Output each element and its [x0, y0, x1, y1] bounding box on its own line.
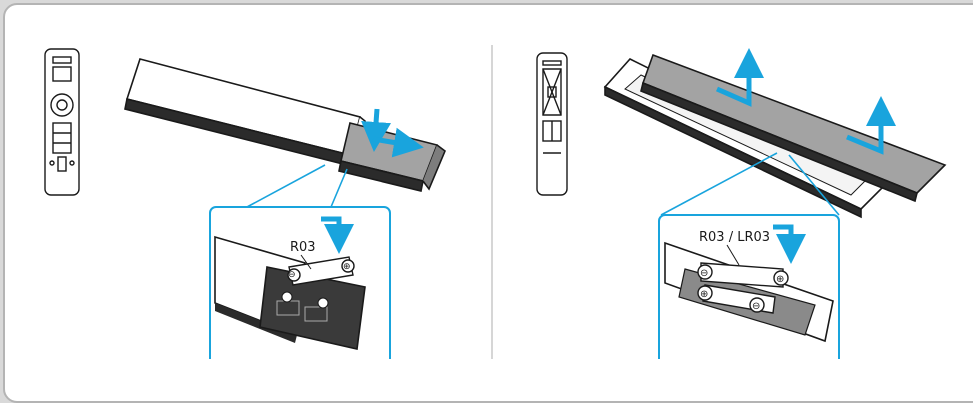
callout-lines-left [247, 165, 347, 207]
battery-label-right: R03 / LR03 [699, 230, 770, 245]
svg-text:⊕: ⊕ [343, 262, 351, 272]
remote-body-left [125, 59, 365, 165]
battery-label-left: R03 [290, 240, 316, 255]
zoom-callout-right: ⊖ ⊕ ⊕ ⊖ R03 / LR03 [659, 215, 839, 359]
svg-text:⊖: ⊖ [288, 270, 296, 280]
zoom-callout-left: ⊖ ⊕ R03 [210, 207, 390, 359]
remote-control-icon-a [45, 49, 79, 195]
svg-text:⊕: ⊕ [700, 289, 708, 300]
battery-cover-left [339, 123, 445, 191]
svg-text:⊖: ⊖ [752, 301, 760, 312]
left-panel: ⊖ ⊕ R03 [45, 49, 445, 359]
battery-install-illustration: ⊖ ⊕ R03 [5, 5, 973, 359]
svg-text:⊖: ⊖ [700, 268, 708, 279]
right-panel: ⊖ ⊕ ⊕ ⊖ R03 / LR03 [537, 53, 945, 359]
svg-text:⊕: ⊕ [776, 274, 784, 285]
illustration-frame: ⊖ ⊕ R03 [3, 3, 973, 403]
remote-control-icon-b [537, 53, 567, 195]
